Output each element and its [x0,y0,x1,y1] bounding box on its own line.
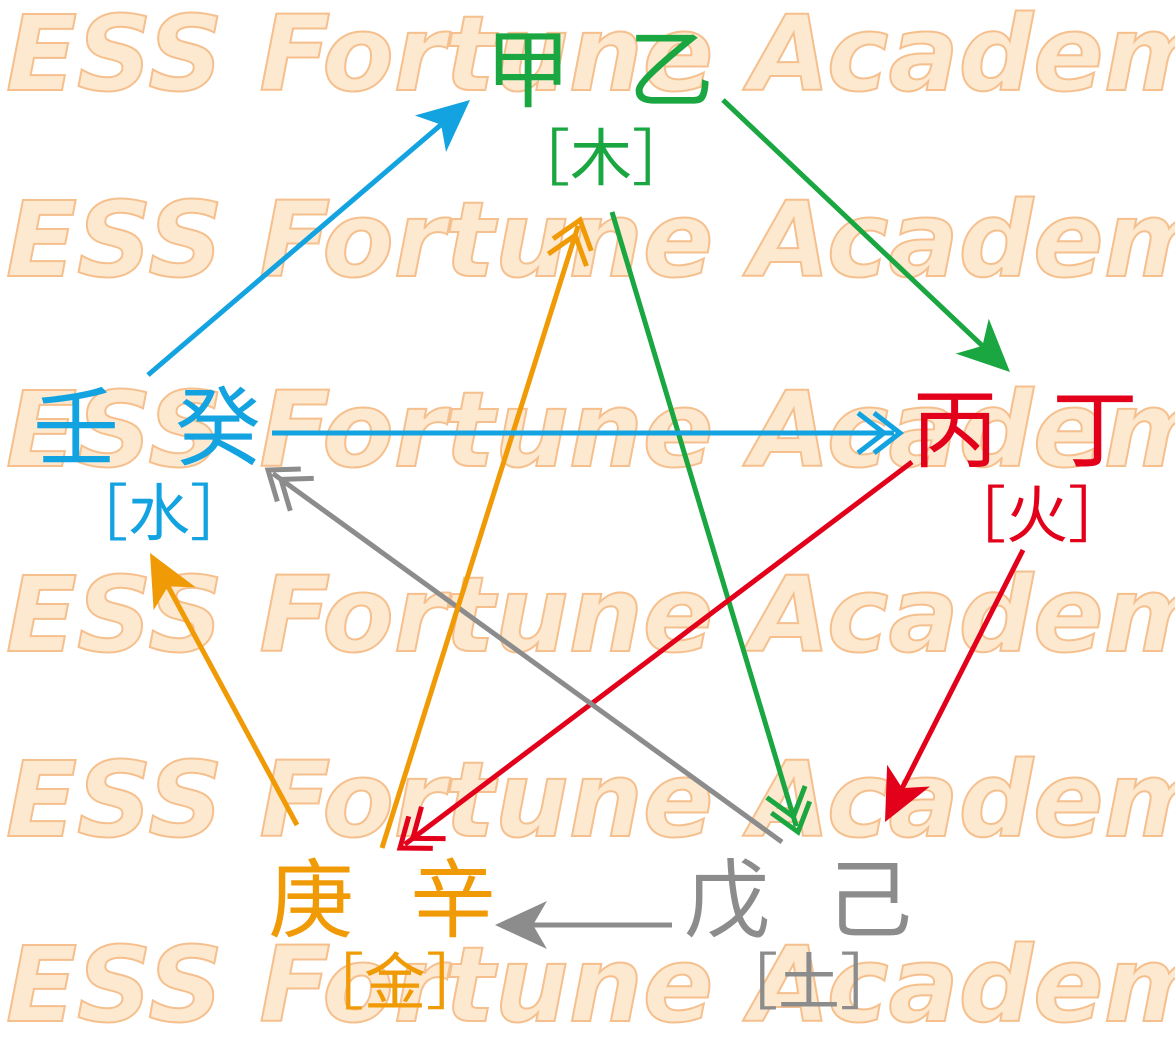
fire-label: ［火］ [944,479,1130,552]
node-wood: 甲 乙 ［木］ [485,21,714,195]
wood-stem-yang: 甲 [485,21,571,121]
arrow-water-to-wood [146,100,470,377]
arrow-shaft [899,548,1026,790]
arrow-water-to-fire [272,411,905,455]
arrow-metal-to-wood [379,216,594,849]
arrow-wood-to-earth [609,211,813,836]
node-fire: 丙 丁 ［火］ [912,381,1138,552]
metal-stem-yang: 庚 [268,851,354,951]
arrow-earth-to-metal [495,901,672,949]
watermark-text: ESS Fortune Academy [6,925,1175,1038]
watermark-text: ESS Fortune Academy [6,0,1175,114]
metal-label: ［金］ [302,946,488,1019]
arrow-chevron-2 [277,475,314,512]
arrow-shaft [721,98,985,348]
earth-stem-yin: 己 [826,851,912,951]
node-metal: 庚 辛 ［金］ [268,851,496,1019]
arrow-shaft [271,471,784,845]
watermark-row-1: ESS Fortune Academy [0,0,1175,114]
water-stem-yin: 癸 [175,379,261,479]
arrow-chevron-1 [264,466,301,503]
arrow-head [150,553,196,611]
arrow-chevron-2 [856,411,889,455]
arrow-shaft [146,122,443,377]
water-label: ［水］ [66,477,252,550]
fire-stem-yin: 丁 [1052,381,1138,481]
arrow-shaft [379,224,581,849]
arrow-head [885,764,930,822]
node-water: 壬 癸 ［水］ [33,379,261,550]
water-stem-yang: 壬 [33,379,119,479]
arrow-head [495,901,547,949]
watermark-row-3: ESS Fortune Academy [0,370,1175,490]
node-earth: 戊 己 ［土］ [684,851,912,1019]
arrows-layer [146,98,1026,949]
arrow-chevron-1 [396,815,433,851]
arrow-fire-to-earth [885,548,1026,822]
arrow-chevron-2 [765,785,808,821]
arrow-shaft [165,585,300,827]
arrow-earth-to-water [264,466,784,845]
fire-stem-yang: 丙 [912,381,998,481]
watermark-text: ESS Fortune Academy [6,180,1175,300]
watermark-row-2: ESS Fortune Academy [0,180,1175,300]
earth-label: ［土］ [716,946,902,1019]
watermark-row-5: ESS Fortune Academy [0,740,1175,860]
arrow-head [414,100,470,153]
arrow-chevron-1 [551,216,594,252]
wood-stem-yin: 乙 [628,21,714,121]
metal-stem-yin: 辛 [410,851,496,951]
watermark-row-6: ESS Fortune Academy [0,925,1175,1038]
arrow-chevron-2 [409,806,446,842]
arrow-chevron-1 [872,411,905,455]
watermark-text: ESS Fortune Academy [6,370,1175,490]
arrow-shaft [609,211,799,827]
arrow-fire-to-metal [396,460,914,851]
earth-stem-yang: 戊 [684,851,770,951]
watermark-row-4: ESS Fortune Academy [0,555,1175,675]
watermark-text: ESS Fortune Academy [6,555,1175,675]
arrow-metal-to-water [150,553,300,827]
wood-label: ［木］ [508,122,694,195]
watermark-text: ESS Fortune Academy [6,740,1175,860]
arrow-head [955,318,1010,372]
arrow-wood-to-fire [721,98,1010,372]
arrow-chevron-2 [546,231,589,267]
arrow-shaft [403,460,914,847]
arrow-chevron-1 [769,800,813,836]
